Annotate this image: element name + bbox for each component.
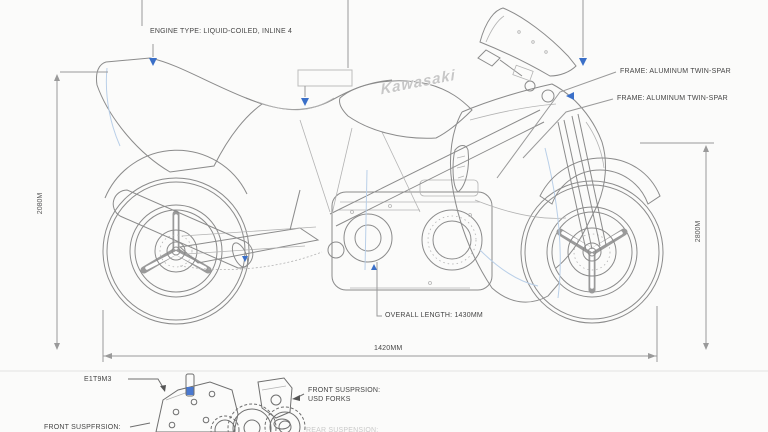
rear-suspension-partial-label: REAR SUSPENSION: xyxy=(306,427,379,432)
windscreen-arrow-icon xyxy=(579,58,587,66)
swingarm-exhaust xyxy=(104,149,345,270)
pointer-arrow-icons xyxy=(149,58,587,270)
seat-arrow-icon xyxy=(301,98,309,106)
left-height-dimension: 2080M xyxy=(37,192,45,215)
frame-spars xyxy=(299,109,545,227)
engine-block xyxy=(331,179,493,291)
fairing-arrow-icon xyxy=(566,92,574,100)
frame-upper-callout: FRAME: ALUMINUM TWIN-SPAR xyxy=(620,68,731,75)
engine-type-callout: ENGINE TYPE: LIQUID-COILED, INLINE 4 xyxy=(150,28,293,35)
front-end xyxy=(477,7,661,251)
front-suspension-left-label: FRONT SUSPFRSION: xyxy=(44,424,121,431)
highlighted-pin xyxy=(186,387,194,395)
engine-arrow-icon xyxy=(371,264,377,270)
front-suspension-right-label: FRONT SUSPRSION: USD FORKS xyxy=(308,386,380,404)
front-suspension-right-line2: USD FORKS xyxy=(308,396,351,403)
chain-arrow-icon xyxy=(242,256,248,262)
part-code-label: E1T9M3 xyxy=(84,376,112,383)
parts-strip-drawings xyxy=(0,370,768,432)
right-height-dimension: 2800M xyxy=(695,220,703,243)
tail-arrow-icon xyxy=(149,58,157,66)
bottom-width-dimension: 1420MM xyxy=(374,345,403,352)
dimension-lines xyxy=(54,0,714,362)
bodywork xyxy=(96,57,606,303)
overall-length-callout: OVERALL LENGTH: 1430MM xyxy=(385,312,483,319)
front-suspension-right-line1: FRONT SUSPRSION: xyxy=(308,387,381,394)
front-wheel xyxy=(520,180,664,324)
frame-lower-callout: FRAME: ALUMINUM TWIN-SPAR xyxy=(617,95,728,102)
